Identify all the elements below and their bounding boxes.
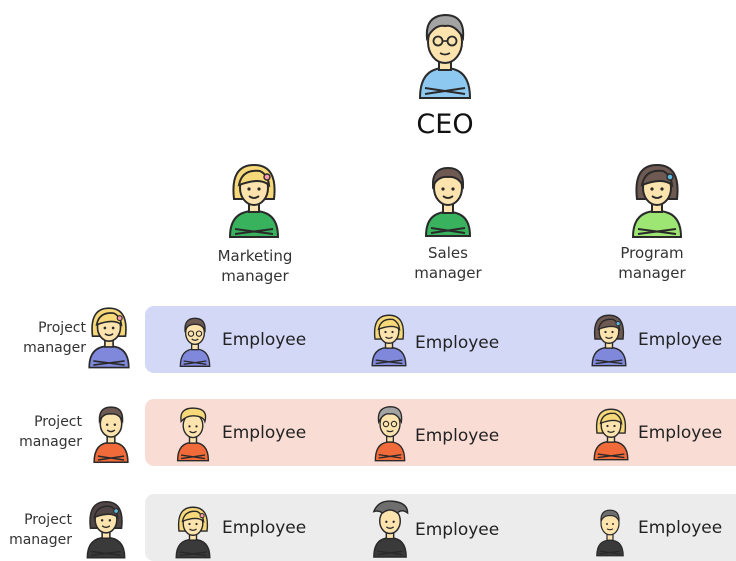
project-manager-label-3: Project manager bbox=[9, 512, 72, 549]
employee-label: Employee bbox=[415, 426, 500, 446]
employee-label: Employee bbox=[415, 520, 500, 540]
employee-avatar-icon bbox=[176, 407, 210, 462]
employee-avatar-icon bbox=[593, 408, 629, 461]
employee-label: Employee bbox=[638, 330, 723, 350]
employee-avatar-icon bbox=[179, 317, 211, 367]
project-manager-avatar-icon bbox=[86, 500, 126, 559]
program-manager-avatar-icon bbox=[631, 163, 683, 238]
project-team-band-2 bbox=[145, 399, 736, 466]
ceo-label: CEO bbox=[416, 109, 474, 140]
employee-avatar-icon bbox=[596, 509, 624, 557]
project-manager-avatar-icon bbox=[93, 406, 129, 464]
employee-label: Employee bbox=[415, 333, 500, 353]
employee-label: Employee bbox=[638, 518, 723, 538]
employee-label: Employee bbox=[222, 330, 307, 350]
project-team-band-3 bbox=[145, 494, 736, 561]
ceo-avatar-icon bbox=[418, 13, 472, 99]
sales-manager-label: Sales manager bbox=[414, 244, 482, 283]
employee-label: Employee bbox=[638, 423, 723, 443]
employee-avatar-icon bbox=[374, 405, 406, 462]
employee-avatar-icon bbox=[371, 314, 407, 367]
project-manager-avatar-icon bbox=[88, 307, 130, 369]
sales-manager-avatar-icon bbox=[424, 166, 472, 237]
project-team-band-1 bbox=[145, 306, 736, 373]
project-manager-label-1: Project manager bbox=[23, 320, 86, 357]
marketing-manager-label: Marketing manager bbox=[217, 247, 293, 286]
marketing-manager-avatar-icon bbox=[228, 163, 280, 238]
program-manager-label: Program manager bbox=[618, 244, 686, 283]
employee-label: Employee bbox=[222, 518, 307, 538]
employee-avatar-icon bbox=[591, 314, 627, 367]
employee-avatar-icon bbox=[175, 506, 211, 559]
employee-avatar-icon bbox=[372, 500, 409, 558]
employee-label: Employee bbox=[222, 423, 307, 443]
project-manager-label-2: Project manager bbox=[19, 414, 82, 451]
